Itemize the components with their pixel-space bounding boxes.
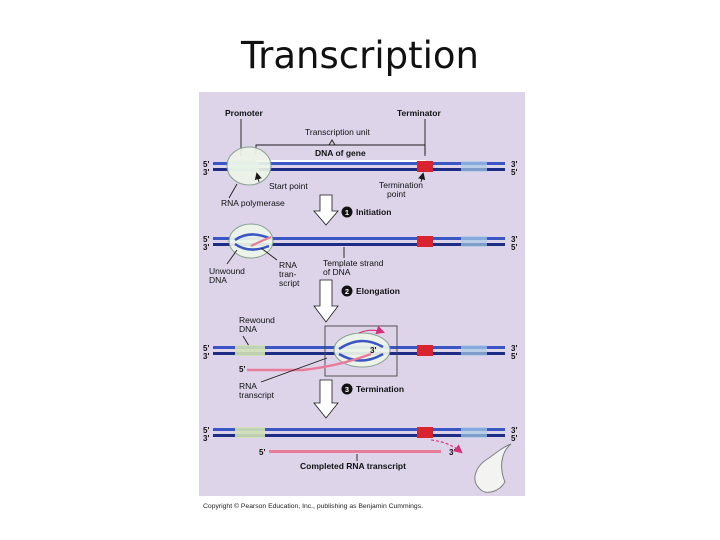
row2-5prime-left: 5': [203, 235, 209, 244]
row2-unwound-bubble: [234, 233, 270, 251]
step-arrow-3: [313, 379, 339, 419]
row4-terminator-region: [417, 427, 433, 438]
gene-bracket-tick: [328, 139, 336, 146]
step-number-3: 3: [345, 385, 349, 394]
row1-coding-strand: [213, 162, 505, 165]
row3-3prime-left: 3': [203, 352, 209, 361]
copyright-line: Copyright © Pearson Education, Inc., pub…: [203, 502, 423, 510]
row3-terminator-region: [417, 345, 433, 356]
row1-3prime-right: 3': [511, 160, 517, 169]
row4-flank-right: [461, 427, 487, 438]
row4-5prime-right: 5': [511, 434, 517, 443]
row1-gene-bracket: [256, 160, 426, 162]
termination-point-arrow: [418, 172, 426, 183]
row2-terminator-region: [417, 236, 433, 247]
step-label-termination: Termination: [356, 384, 404, 394]
row4-coding-strand: [213, 428, 505, 431]
label-transcription-unit: Transcription unit: [305, 127, 371, 137]
row1-terminator-region: [417, 161, 433, 172]
row3-5prime-left: 5': [203, 344, 209, 353]
copyright-strip: [199, 496, 525, 514]
label-completed-transcript: Completed RNA transcript: [300, 461, 406, 471]
step-label-initiation: Initiation: [356, 207, 391, 217]
label-start-point: Start point: [269, 181, 308, 191]
row3-5prime-right: 5': [511, 352, 517, 361]
row1-flank-right: [461, 161, 487, 172]
row4-3prime-left: 3': [203, 434, 209, 443]
row4-3prime-right: 3': [511, 426, 517, 435]
rna-polymerase-1: [226, 146, 272, 186]
completed-rna-strand: [269, 450, 441, 453]
row2-coding-strand: [213, 237, 505, 240]
step-arrow-2: [313, 279, 339, 323]
row2-rna-start: [250, 235, 272, 247]
rewound-leader: [242, 335, 250, 347]
row3-flank-right: [461, 345, 487, 356]
completed-5prime: 5': [259, 448, 265, 457]
elongation-zoom-box: [324, 325, 398, 377]
row1-3prime-left: 3': [203, 168, 209, 177]
polymerase-release-arrow: [430, 439, 463, 454]
label-terminator: Terminator: [397, 108, 441, 118]
row2-3prime-left: 3': [203, 243, 209, 252]
polymerase-leader: [228, 183, 238, 199]
transcription-diagram: Promoter Terminator Transcription unit D…: [199, 92, 525, 514]
row2-flank-right: [461, 236, 487, 247]
start-point-arrow: [254, 172, 262, 183]
row1-5prime-right: 5': [511, 168, 517, 177]
step-arrow-1: [313, 194, 339, 226]
row1-5prime-left: 5': [203, 160, 209, 169]
row4-5prime-left: 5': [203, 426, 209, 435]
slide-title: Transcription: [241, 34, 479, 77]
row2-template-strand: [213, 243, 505, 246]
rna-3prime-end: 3': [370, 346, 376, 355]
row3-3prime-right: 3': [511, 344, 517, 353]
row2-5prime-right: 5': [511, 243, 517, 252]
step-number-3-badge: [341, 383, 353, 395]
rna-polymerase-2: [228, 223, 274, 259]
row4-template-strand: [213, 434, 505, 437]
step-number-2: 2: [345, 287, 349, 296]
rna-5prime-end: 5': [239, 365, 245, 374]
step-number-2-badge: [341, 285, 353, 297]
label-promoter: Promoter: [225, 108, 263, 118]
released-rna-polymerase: [474, 443, 512, 493]
rna-transcript-leader-3: [260, 357, 328, 383]
label-dna-of-gene: DNA of gene: [315, 148, 366, 158]
row1-template-strand: [213, 168, 505, 171]
rna-transcript-leader-2: [260, 247, 278, 261]
step-label-elongation: Elongation: [356, 286, 400, 296]
step-number-1-badge: [341, 206, 353, 218]
completed-3prime: 3': [449, 448, 455, 457]
row3-unwound-bubble: [338, 339, 384, 362]
unwound-leader: [226, 249, 238, 265]
row3-promoter-region: [235, 345, 265, 356]
label-rna-polymerase: RNA polymerase: [221, 198, 285, 208]
step-number-1: 1: [345, 208, 349, 217]
row2-3prime-right: 3': [511, 235, 517, 244]
row3-rna-strand: [247, 352, 372, 372]
row4-promoter-region: [235, 427, 265, 438]
direction-arrow: [358, 325, 386, 335]
